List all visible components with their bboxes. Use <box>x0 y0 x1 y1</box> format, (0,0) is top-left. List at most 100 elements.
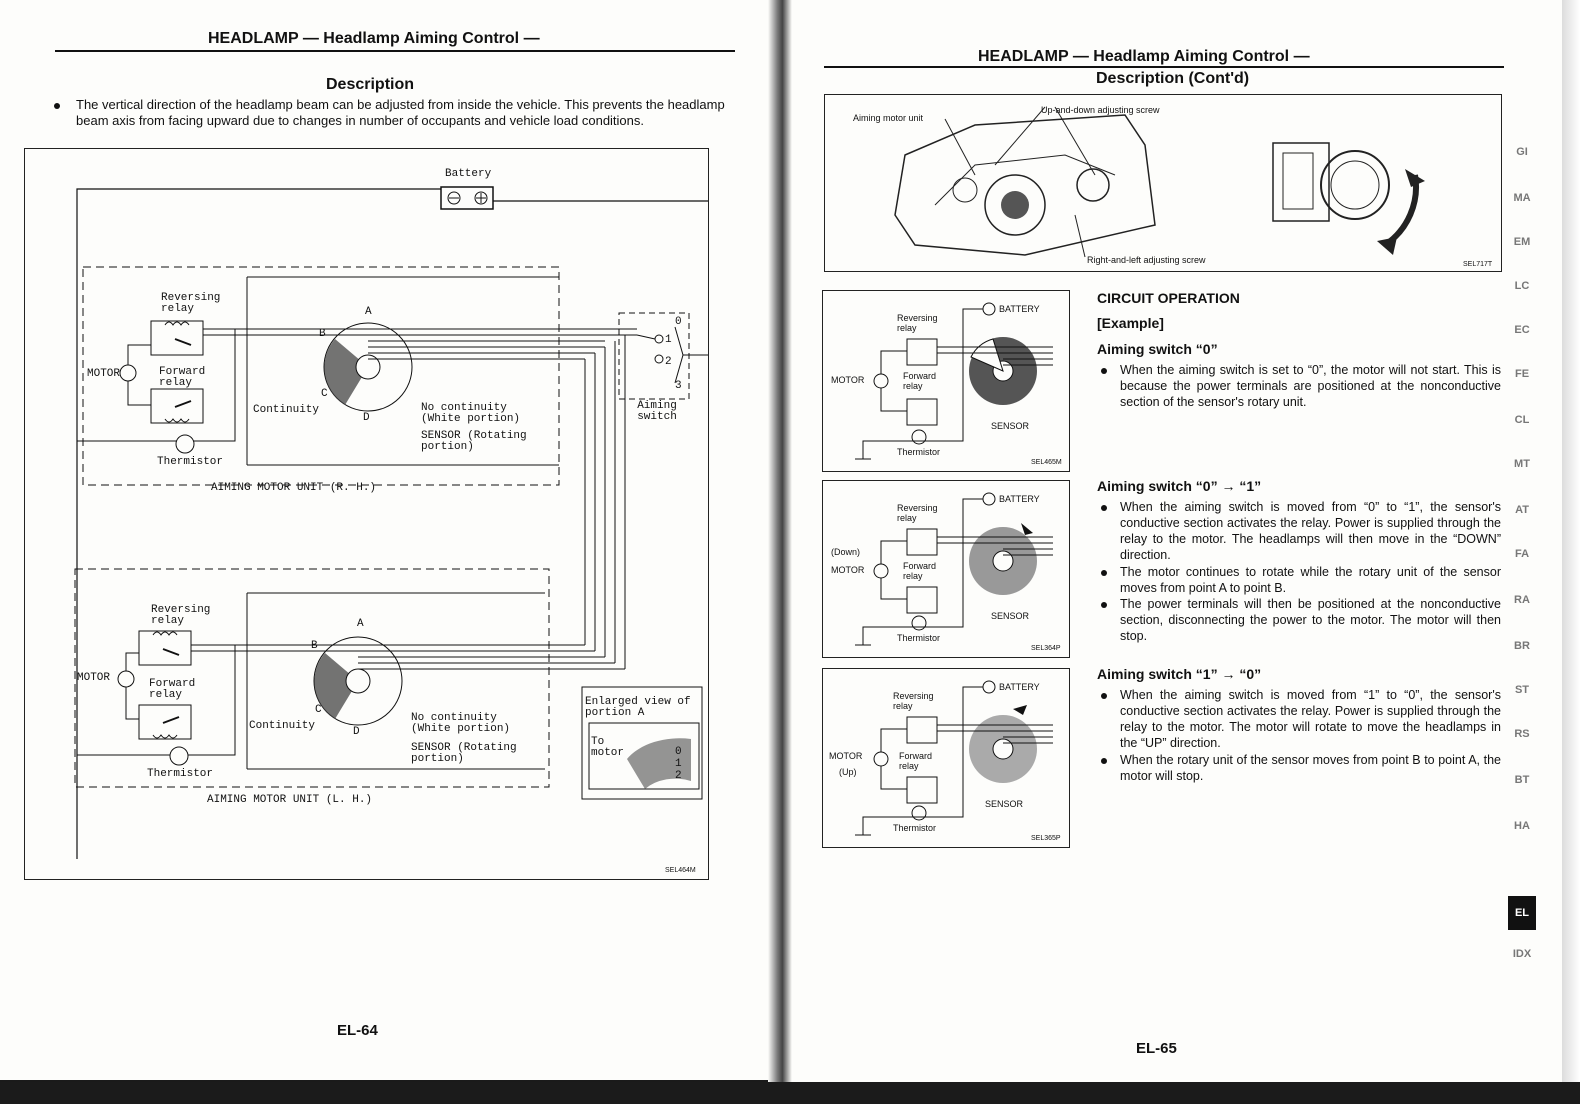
thermistor-label: Thermistor <box>897 633 941 643</box>
right-section-title: Description (Cont'd) <box>1096 70 1250 87</box>
case2-bullet-1: When the aiming switch is moved from “0”… <box>1120 500 1501 562</box>
lh-continuity-label: Continuity <box>249 720 316 732</box>
enlarged-pos-2: 2 <box>675 770 682 782</box>
rh-sensor-label: SENSOR (Rotating portion) <box>421 430 527 453</box>
rh-forward-relay <box>150 388 204 424</box>
battery-label: BATTERY <box>999 304 1040 314</box>
switch-pos-3: 3 <box>675 380 682 392</box>
enlarged-view-label: Enlarged view of portion A <box>585 696 691 719</box>
rh-reversing-relay <box>150 320 204 356</box>
circuit-diagram-3-svg <box>855 680 1053 836</box>
tab-ma[interactable]: MA <box>1513 192 1531 204</box>
bullet <box>1101 368 1107 374</box>
circuit-diagram-2-svg <box>855 492 1053 646</box>
tab-mt[interactable]: MT <box>1514 458 1530 470</box>
tab-lc[interactable]: LC <box>1514 280 1530 292</box>
bullet <box>1101 570 1107 576</box>
diagram-code: SEL464M <box>665 867 696 874</box>
circuit-diagram-1: BATTERY Reversing relay Forward relay MO… <box>822 290 1070 472</box>
lh-motor-label: MOTOR <box>77 672 111 684</box>
rh-thermistor-symbol <box>175 434 195 454</box>
lh-point-b: B <box>311 640 318 652</box>
case1-bullet-1: When the aiming switch is set to “0”, th… <box>1120 363 1501 409</box>
thermistor-label: Thermistor <box>897 447 941 457</box>
tab-fe[interactable]: FE <box>1514 368 1530 380</box>
bullet <box>1101 505 1107 511</box>
scan-bottom-band <box>0 1082 1580 1104</box>
forward-relay-label: Forward relay <box>903 561 937 581</box>
rh-point-b: B <box>319 328 326 340</box>
lh-sensor-label: SENSOR (Rotating portion) <box>411 742 517 765</box>
tab-at[interactable]: AT <box>1515 504 1529 516</box>
enlarged-pos-1: 1 <box>675 758 682 770</box>
lh-point-a: A <box>357 618 364 630</box>
case3-title: Aiming switch “1” → “0” <box>1097 666 1262 682</box>
tab-el[interactable]: EL <box>1508 896 1536 930</box>
headlamp-figure-svg <box>894 106 1425 258</box>
diagram-code: SEL364P <box>1031 645 1061 652</box>
enlarged-pos-0: 0 <box>675 746 682 758</box>
up-down-screw-label: Up-and-down adjusting screw <box>1041 105 1160 115</box>
diagram-code: SEL365P <box>1031 835 1061 842</box>
intro-text: The vertical direction of the headlamp b… <box>76 97 725 128</box>
tab-rs[interactable]: RS <box>1514 728 1530 740</box>
aiming-motor-unit-label: Aiming motor unit <box>853 113 924 123</box>
sensor-label: SENSOR <box>991 611 1030 621</box>
circuit-diagram-2: BATTERY Reversing relay Forward relay (D… <box>822 480 1070 658</box>
left-page-number: EL-64 <box>337 1022 378 1039</box>
tab-st[interactable]: ST <box>1514 684 1530 696</box>
lh-thermistor-label: Thermistor <box>147 768 214 780</box>
sensor-label: SENSOR <box>985 799 1024 809</box>
tab-bt[interactable]: BT <box>1514 774 1530 786</box>
reversing-relay-label: Reversing relay <box>897 313 938 333</box>
example-label: [Example] <box>1097 315 1164 331</box>
aiming-switch-boundary <box>618 312 690 400</box>
battery-label: BATTERY <box>999 494 1040 504</box>
tab-idx[interactable]: IDX <box>1512 948 1532 960</box>
headlamp-figure: Aiming motor unit Up-and-down adjusting … <box>824 94 1502 272</box>
tab-cl[interactable]: CL <box>1514 414 1530 426</box>
rh-point-d: D <box>363 412 370 424</box>
right-left-screw-label: Right-and-left adjusting screw <box>1087 255 1206 265</box>
lh-no-continuity-label: No continuity (White portion) <box>411 712 511 735</box>
top-figure-code: SEL717T <box>1463 261 1493 268</box>
tab-em[interactable]: EM <box>1513 236 1531 248</box>
rh-point-c: C <box>321 388 328 400</box>
page-edge <box>1562 0 1580 1104</box>
circuit-diagram-1-svg <box>855 302 1053 460</box>
reversing-relay-label: Reversing relay <box>897 503 938 523</box>
direction-label: (Up) <box>839 767 857 777</box>
motor-label: MOTOR <box>829 751 863 761</box>
header-rule <box>55 50 735 52</box>
tab-gi[interactable]: GI <box>1516 146 1528 158</box>
wiring-diagram-svg <box>74 186 708 859</box>
lh-sensor-disc <box>313 636 403 726</box>
rh-point-a: A <box>365 306 372 318</box>
case1-title: Aiming switch “0” <box>1097 341 1218 357</box>
switch-dial <box>1320 150 1390 220</box>
rh-continuity-label: Continuity <box>253 404 320 416</box>
rh-motor-label: MOTOR <box>87 368 121 380</box>
tab-ec[interactable]: EC <box>1514 324 1530 336</box>
tab-br[interactable]: BR <box>1514 640 1530 652</box>
tab-fa[interactable]: FA <box>1514 548 1530 560</box>
circuit-diagram-3: BATTERY Reversing relay Forward relay MO… <box>822 668 1070 848</box>
unit-rh-boundary <box>82 266 560 486</box>
forward-relay-label: Forward relay <box>899 751 933 771</box>
rh-thermistor-label: Thermistor <box>157 456 224 468</box>
switch-panel <box>1272 142 1330 222</box>
rh-reversing-relay-label: Reversing relay <box>161 292 221 315</box>
switch-pos-0: 0 <box>675 316 682 328</box>
bullet <box>54 103 60 109</box>
right-page-number: EL-65 <box>1136 1040 1177 1057</box>
battery-label: Battery <box>445 168 492 180</box>
unit-lh-boundary <box>74 568 550 788</box>
tab-ha[interactable]: HA <box>1514 820 1530 832</box>
battery-label: BATTERY <box>999 682 1040 692</box>
tab-ra[interactable]: RA <box>1514 594 1530 606</box>
header-rule <box>824 66 1504 68</box>
lh-point-d: D <box>353 726 360 738</box>
switch-pos-1: 1 <box>665 334 672 346</box>
unit-rh-label: AIMING MOTOR UNIT (R. H.) <box>211 482 377 494</box>
aiming-switch-label: Aiming switch <box>637 400 677 423</box>
